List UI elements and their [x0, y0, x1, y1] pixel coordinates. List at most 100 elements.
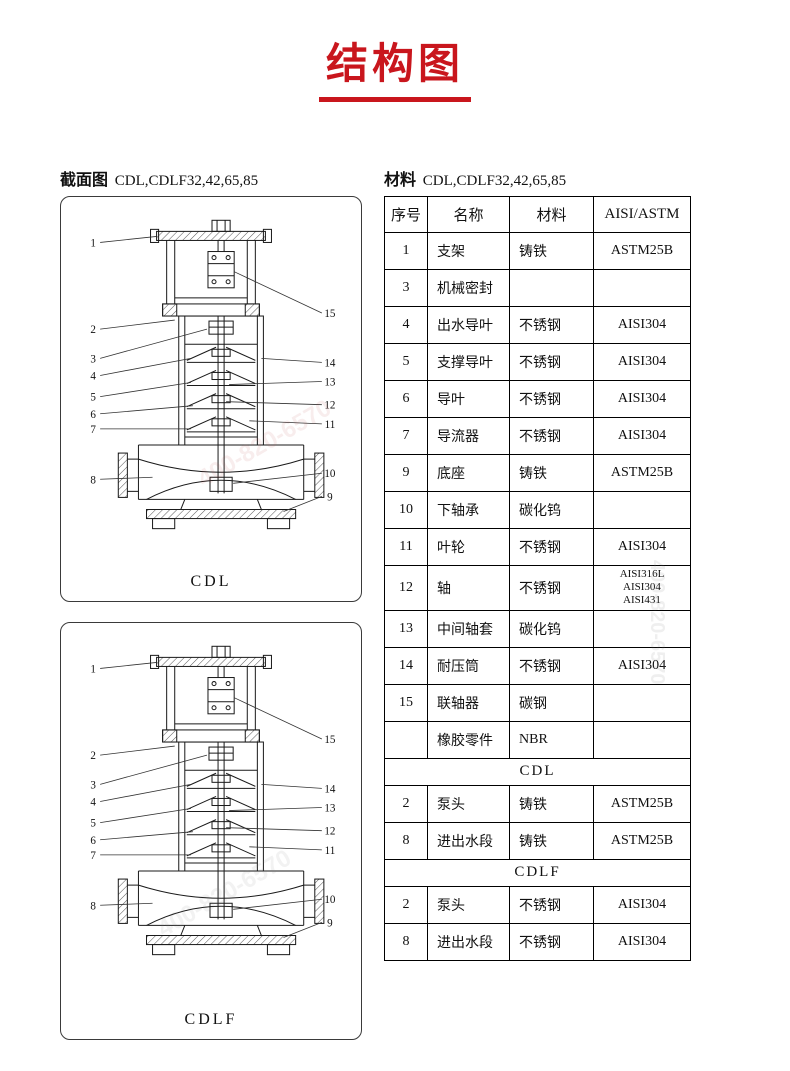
table-cell: ASTM25B: [593, 784, 691, 823]
table-cell: 1: [384, 232, 428, 270]
table-cell: 10: [384, 491, 428, 529]
table-cell: [384, 720, 428, 759]
pump-cross-section-cdlf: [80, 633, 342, 976]
table-cell: ASTM25B: [593, 232, 691, 270]
table-cell: 底座: [427, 454, 510, 492]
col-header-material: 材料: [509, 196, 594, 233]
table-group-label: CDLF: [384, 858, 691, 887]
section-view-column: 截面图 CDL,CDLF32,42,65,85 CDL CDLF: [60, 166, 362, 1040]
col-header-aisi: AISI/ASTM: [593, 196, 691, 233]
table-cell: 铸铁: [509, 821, 594, 860]
table-cell: 联轴器: [427, 683, 510, 722]
table-cell: AISI316L AISI304 AISI431: [593, 565, 691, 611]
table-cell: AISI304: [593, 306, 691, 344]
table-cell: 不锈钢: [509, 646, 594, 685]
table-cell: 导叶: [427, 380, 510, 418]
table-cell: 14: [384, 646, 428, 685]
table-cell: 15: [384, 683, 428, 722]
table-cell: 导流器: [427, 417, 510, 455]
table-cell: [593, 491, 691, 529]
table-cell: 11: [384, 528, 428, 566]
table-cell: 12: [384, 565, 428, 611]
table-cell: [593, 720, 691, 759]
table-cell: 4: [384, 306, 428, 344]
table-cell: 下轴承: [427, 491, 510, 529]
title-block: 结构图: [0, 0, 790, 102]
table-group-row: CDLF: [384, 858, 691, 887]
table-cell: 铸铁: [509, 784, 594, 823]
table-cell: AISI304: [593, 528, 691, 566]
section-view-label: 截面图: [60, 172, 109, 189]
table-cell: AISI304: [593, 646, 691, 685]
diagram-box-cdl: CDL: [60, 196, 362, 602]
table-cell: 5: [384, 343, 428, 381]
materials-column: 材料 CDL,CDLF32,42,65,85 序号 名称 材料 AISI/AST…: [384, 166, 691, 961]
materials-models: CDL,CDLF32,42,65,85: [422, 173, 567, 189]
table-cell: 13: [384, 609, 428, 648]
table-cell: 不锈钢: [509, 380, 594, 418]
table-cell: 2: [384, 784, 428, 823]
table-cell: 支架: [427, 232, 510, 270]
table-cell: 2: [384, 885, 428, 924]
table-cell: 3: [384, 269, 428, 307]
table-cell: 支撑导叶: [427, 343, 510, 381]
table-cell: 铸铁: [509, 232, 594, 270]
table-group-row: CDL: [384, 757, 691, 786]
diagram-box-cdlf: CDLF: [60, 622, 362, 1040]
table-cell: 铸铁: [509, 454, 594, 492]
table-cell: 不锈钢: [509, 417, 594, 455]
page-title: 结构图: [325, 40, 464, 87]
table-cell: 8: [384, 821, 428, 860]
table-cell: 不锈钢: [509, 885, 594, 924]
table-cell: 碳化钨: [509, 609, 594, 648]
table-cell: 耐压筒: [427, 646, 510, 685]
table-cell: NBR: [509, 720, 594, 759]
table-cell: ASTM25B: [593, 821, 691, 860]
table-cell: AISI304: [593, 417, 691, 455]
table-cell: 9: [384, 454, 428, 492]
table-cell: [593, 609, 691, 648]
table-cell: 轴: [427, 565, 510, 611]
table-header-row: 序号 名称 材料 AISI/ASTM: [384, 196, 691, 233]
table-cell: [593, 683, 691, 722]
table-cell: 出水导叶: [427, 306, 510, 344]
col-header-no: 序号: [384, 196, 428, 233]
table-cell: 碳钢: [509, 683, 594, 722]
table-cell: 碳化钨: [509, 491, 594, 529]
table-cell: 泵头: [427, 885, 510, 924]
table-cell: AISI304: [593, 922, 691, 961]
table-cell: 泵头: [427, 784, 510, 823]
materials-label: 材料: [384, 172, 417, 189]
col-header-name: 名称: [427, 196, 510, 233]
table-cell: 7: [384, 417, 428, 455]
table-cell: 叶轮: [427, 528, 510, 566]
table-cell: AISI304: [593, 343, 691, 381]
materials-heading: 材料 CDL,CDLF32,42,65,85: [384, 166, 690, 190]
table-cell: 不锈钢: [509, 922, 594, 961]
table-cell: 机械密封: [427, 269, 510, 307]
table-cell: AISI304: [593, 885, 691, 924]
title-underline: [319, 97, 471, 102]
table-cell: 6: [384, 380, 428, 418]
table-cell: [509, 269, 594, 307]
diagram-caption-cdlf: CDLF: [184, 1011, 238, 1028]
table-group-label: CDL: [384, 757, 691, 786]
section-view-heading: 截面图 CDL,CDLF32,42,65,85: [60, 166, 362, 190]
pump-cross-section-cdl: [80, 207, 342, 550]
table-cell: 进出水段: [427, 821, 510, 860]
